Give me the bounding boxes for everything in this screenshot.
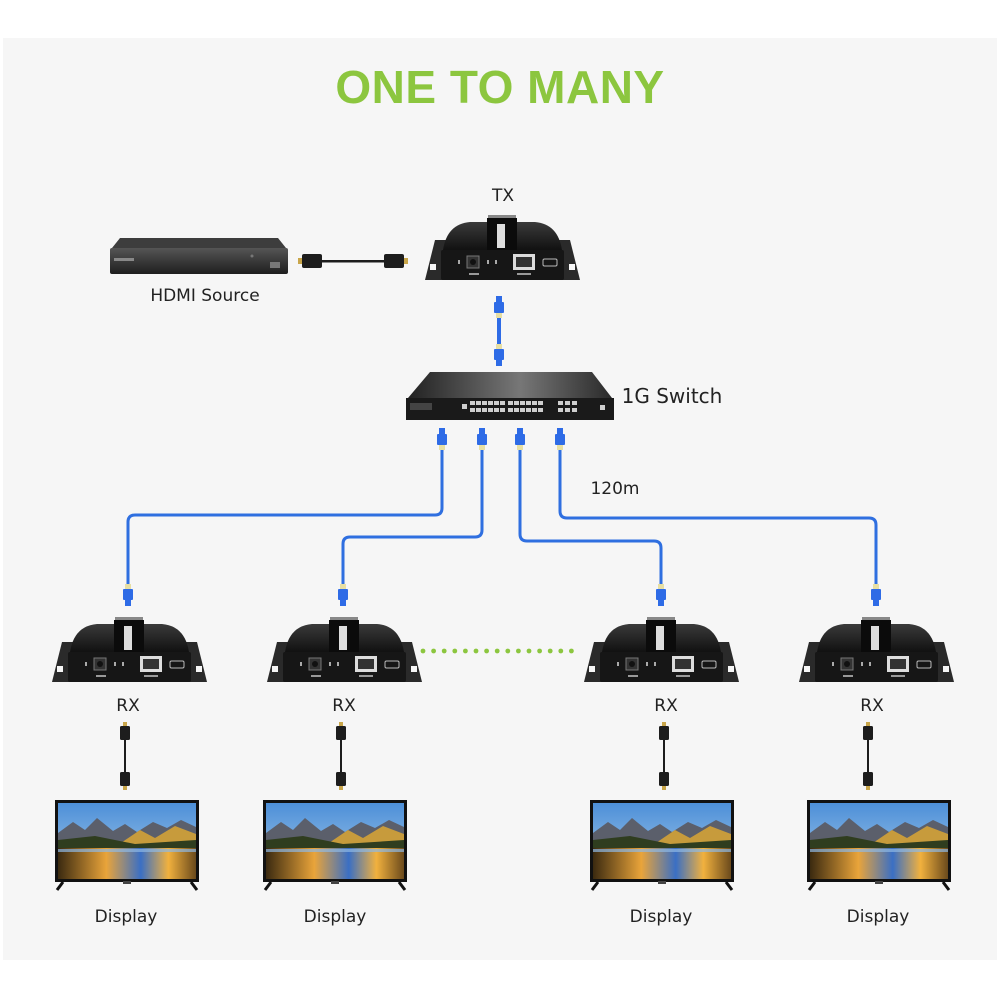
cat-cable-tx-to-switch	[494, 296, 504, 366]
rj45-plug	[515, 428, 525, 450]
cat-cable-rx-4	[558, 448, 878, 587]
rx-label-3: RX	[654, 696, 678, 716]
rx-label-2: RX	[332, 696, 356, 716]
link-dot	[516, 648, 521, 654]
cable-length-label: 120m	[590, 479, 640, 499]
link-dot	[526, 648, 532, 654]
network-switch	[406, 372, 614, 420]
link-dot	[441, 648, 447, 654]
cat-cable-rx-3	[518, 448, 663, 587]
rx-label-1: RX	[116, 696, 140, 716]
link-dot	[569, 648, 574, 654]
rx-label-4: RX	[860, 696, 884, 716]
hdmi-cable-rx1-display	[120, 722, 130, 790]
rj45-plug	[871, 584, 881, 606]
tx-extender	[424, 214, 581, 281]
display-tv-2	[261, 798, 409, 892]
tp-link-logo	[410, 403, 432, 410]
diagram-title: ONE TO MANY	[335, 61, 665, 113]
cat-cable-rx-1	[126, 448, 444, 587]
sony-logo	[114, 258, 134, 261]
tx-label: TX	[491, 186, 515, 206]
link-dot	[537, 648, 542, 654]
rj45-plug	[437, 428, 447, 450]
rj45-plug	[555, 428, 565, 450]
hdmi-source-device	[110, 238, 288, 274]
hdmi-source-label: HDMI Source	[150, 286, 260, 306]
display-tv-1	[53, 798, 201, 892]
display-tv-3	[588, 798, 736, 892]
rx-extender-1	[51, 616, 208, 683]
hdmi-cable-rx3-display	[659, 722, 669, 790]
rx-extender-3	[583, 616, 740, 683]
rj45-plug	[123, 584, 133, 606]
rj45-plug	[656, 584, 666, 606]
display-label-2: Display	[303, 907, 367, 927]
link-dot	[547, 648, 553, 654]
display-tv-4	[805, 798, 953, 892]
display-label-3: Display	[629, 907, 693, 927]
link-dot	[505, 648, 511, 654]
cat-cable-rx-2	[341, 448, 484, 587]
link-dot	[484, 648, 489, 654]
display-label-1: Display	[94, 907, 158, 927]
rx-extender-2	[266, 616, 423, 683]
switch-label: 1G Switch	[621, 384, 723, 408]
link-dot	[431, 648, 436, 654]
link-dot	[420, 648, 426, 654]
link-dot	[452, 648, 458, 654]
rj45-plug	[338, 584, 348, 606]
link-dot	[494, 648, 500, 654]
link-dot	[473, 648, 479, 654]
hdmi-cable-source-to-tx	[298, 254, 408, 268]
rj45-plug	[477, 428, 487, 450]
cat-cables-switch-to-rx	[126, 448, 878, 587]
rx-extender-4	[798, 616, 955, 683]
link-dot	[558, 648, 564, 654]
link-dot	[463, 648, 468, 654]
hdmi-cable-rx4-display	[863, 722, 873, 790]
display-label-4: Display	[846, 907, 910, 927]
hdmi-cable-rx2-display	[336, 722, 346, 790]
dotted-more-link	[420, 648, 574, 654]
